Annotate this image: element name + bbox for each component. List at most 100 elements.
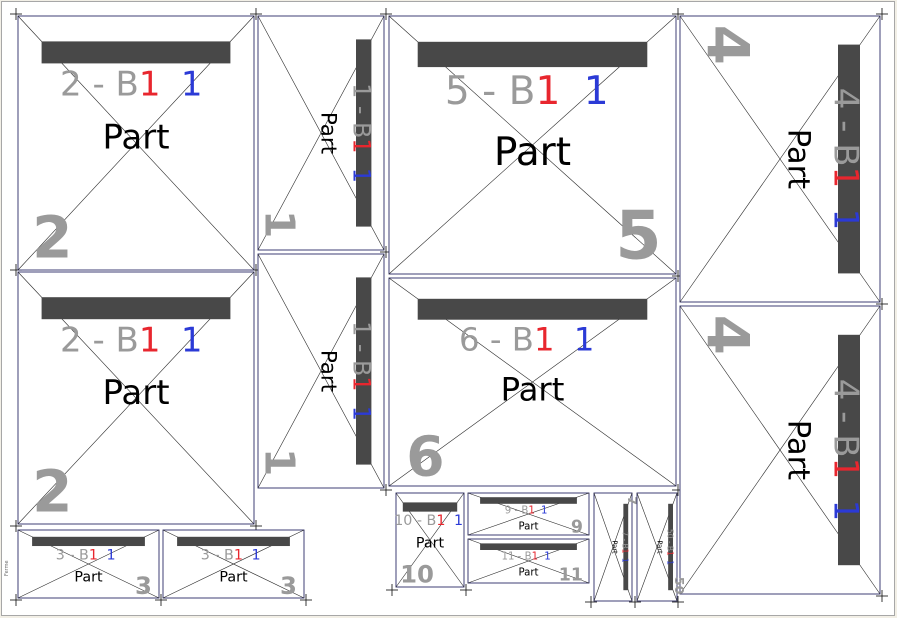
part-code-text: 4 - B: [826, 379, 866, 458]
part-mark-blue: 1: [826, 209, 866, 231]
part-id-number: 50: [671, 577, 686, 595]
part-band: [356, 277, 372, 465]
part-mark-blue: 1: [348, 168, 376, 183]
part-name: Part: [518, 521, 538, 532]
part-band: [177, 536, 290, 547]
part-id-number: 3: [280, 571, 297, 600]
part-name: Part: [315, 350, 340, 392]
part-mark-red: 1: [436, 513, 445, 529]
part-code: 50 - B11: [665, 529, 674, 565]
part-mark-red: 1: [826, 458, 866, 480]
part-code-text: 11 - B: [501, 552, 531, 563]
part-band: [41, 297, 231, 320]
part-band: [402, 502, 458, 512]
part-mark-blue: 1: [181, 321, 203, 361]
part-name: Part: [416, 535, 445, 551]
part-id-number: 4: [694, 25, 762, 65]
part-band: [32, 536, 145, 547]
part-mark-red: 1: [535, 69, 560, 114]
part-code-text: 3 - B: [56, 548, 89, 564]
part-code-text: 5 - B: [445, 69, 536, 114]
part-band: [417, 298, 648, 320]
part-id-number: 2: [32, 457, 72, 525]
part-mark-red: 1: [139, 65, 161, 105]
part-id-number: 9: [571, 517, 583, 537]
part-mark-blue: 1: [454, 513, 463, 529]
part-name: Part: [518, 568, 538, 579]
part-mark-red: 1: [528, 505, 534, 516]
part-band: [838, 44, 860, 274]
part-mark-red: 1: [665, 551, 674, 556]
part-mark-red: 1: [139, 321, 161, 361]
part-name: Part: [494, 130, 571, 175]
part-mark-blue: 1: [348, 406, 376, 421]
part-id-number: 2: [32, 203, 72, 271]
part-code-text: 1 - B: [348, 321, 376, 376]
alignment-ticks: [10, 8, 888, 608]
part-id-number: 4: [694, 315, 762, 355]
part-id-number: 10: [400, 559, 434, 588]
part-8: 4 - B11 Part 4: [679, 305, 881, 595]
part-code-text: 7 - B: [621, 531, 630, 548]
part-name: Part: [501, 370, 565, 408]
part-code: 7 - B11: [621, 531, 630, 563]
part-band: [480, 543, 577, 550]
part-code-text: 4 - B: [826, 88, 866, 167]
part-band: [417, 41, 648, 68]
part-code: 1 - B11: [348, 321, 376, 421]
part-id-number: 6: [406, 425, 444, 489]
part-name: Part: [74, 570, 103, 586]
part-id-number: 1: [256, 210, 304, 238]
part-mark-blue: 1: [541, 505, 547, 516]
part-code-text: 1 - B: [348, 83, 376, 138]
part-code-text: 50 - B: [665, 529, 674, 551]
part-id-number: 3: [135, 571, 152, 600]
part-mark-blue: 1: [544, 552, 550, 563]
part-mark-red: 1: [532, 552, 538, 563]
corner-label: Ferme: [4, 560, 10, 576]
part-mark-red: 1: [534, 320, 555, 358]
part-name: Part: [655, 540, 663, 554]
part-code-text: 2 - B: [60, 321, 139, 361]
part-name: Part: [611, 540, 619, 554]
part-mark-blue: 1: [181, 65, 203, 105]
part-code: 4 - B11: [826, 88, 866, 231]
part-mark-red: 1: [89, 548, 98, 564]
part-name: Part: [219, 570, 248, 586]
part-band: [838, 334, 860, 566]
part-mark-red: 1: [234, 548, 243, 564]
part-code-text: 2 - B: [60, 65, 139, 105]
part-name: Part: [102, 373, 169, 413]
part-mark-red: 1: [348, 376, 376, 391]
part-mark-blue: 1: [621, 558, 630, 563]
part-name: Part: [781, 420, 816, 480]
part-mark-blue: 1: [574, 320, 595, 358]
part-mark-blue: 1: [107, 548, 116, 564]
part-name: Part: [102, 117, 169, 157]
part-code: 4 - B11: [826, 379, 866, 522]
part-id-number: 11: [559, 565, 583, 585]
part-mark-red: 1: [348, 138, 376, 153]
